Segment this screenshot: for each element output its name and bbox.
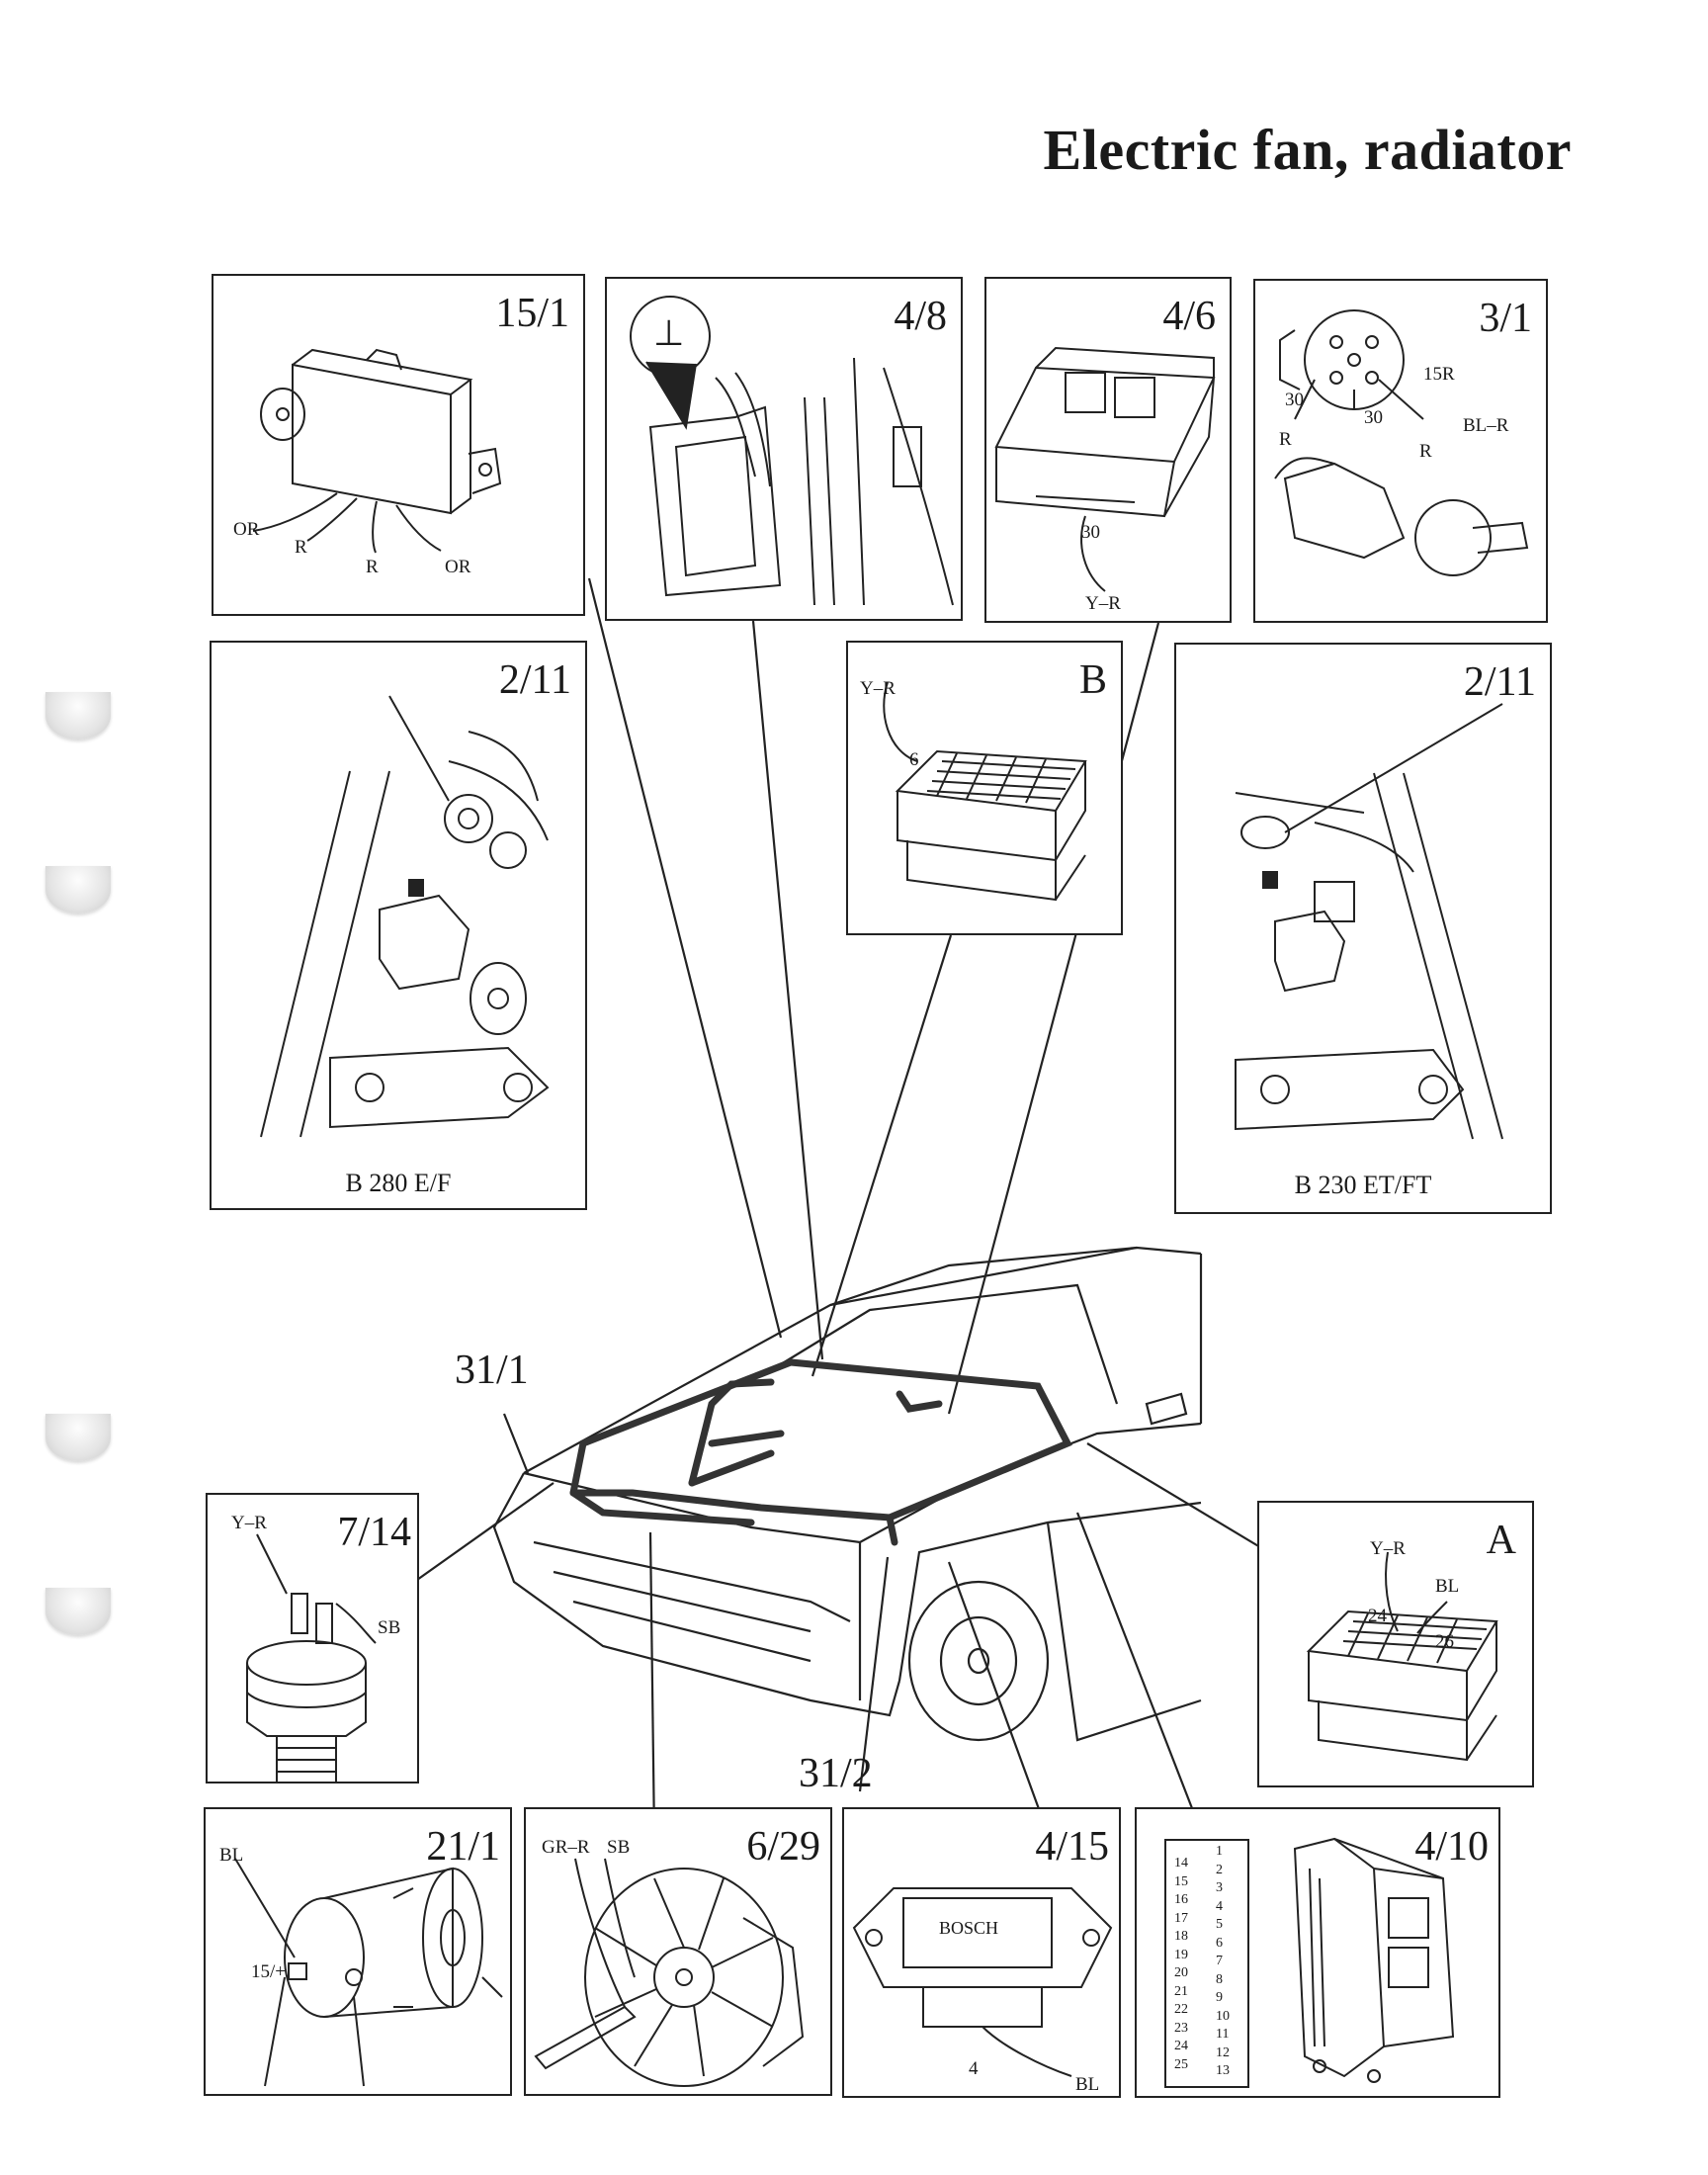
engine-caption: B 280 E/F [345,1169,452,1197]
panel-label: 6/29 [746,1824,820,1870]
panel-6-29: 6/29 GR–R SB [524,1807,832,2096]
wire-label: Y–R [1085,593,1121,614]
wire-label: R [295,537,307,558]
wire-label: R [1419,441,1432,462]
panel-B: B Y–R 6 [846,641,1123,935]
panel-label: B [1078,657,1107,703]
control-unit-4-10-drawing [1293,1837,1455,2083]
punch-hole [45,692,111,740]
panel-label: 15/1 [495,291,569,336]
pin-label: 26 [1435,1631,1454,1652]
wire-label: SB [607,1837,631,1858]
pin-label: 6 [909,749,919,770]
engine-bay-drawing [260,695,550,1138]
wiring-harness [569,1358,1072,1546]
temp-switch-drawing [246,1533,377,1782]
wire-label: 15R [1423,364,1455,385]
panel-4-6: 4/6 30 Y–R [984,277,1232,623]
harness-label-31-1: 31/1 [455,1348,529,1393]
engine-caption: B 230 ET/FT [1294,1171,1432,1199]
panel-label: A [1486,1518,1516,1563]
panel-label: 4/10 [1414,1824,1489,1870]
panel-7-14: 7/14 Y–R SB [206,1493,419,1784]
panel-21-1: 21/1 BL 15/+ [204,1807,512,2096]
pin-label: 24 [1368,1606,1387,1626]
ground-symbol: ⊥ [653,313,685,353]
panel-4-8: 4/8 ⊥ [605,277,963,621]
wire-label: OR [233,519,260,540]
wire-label: R [1279,429,1292,450]
ignition-coil-drawing [234,1858,503,2087]
wire-label: BL [1435,1576,1460,1597]
panel-label: 3/1 [1479,296,1532,341]
panel-label: 7/14 [337,1510,411,1555]
panel-2-11-b230: 2/11 B 230 ET/FT [1174,643,1552,1214]
wire-label: Y–R [231,1513,267,1533]
punch-hole [45,1588,111,1635]
wire-label: Y–R [1370,1538,1406,1559]
fan-motor-drawing [534,1858,805,2087]
ignition-switch-drawing [1274,309,1529,576]
wire-label: GR–R [542,1837,590,1858]
connector-A-drawing [1306,1551,1498,1762]
ignition-module-drawing [852,1887,1113,2077]
pin-label: 4 [969,2058,979,2079]
panel-label: 4/15 [1035,1824,1109,1870]
ground-point-drawing [630,296,954,606]
wire-label: BL [219,1845,244,1866]
panel-15-1: 15/1 OR R R OR [212,274,585,616]
engine-bay-drawing [1235,703,1503,1140]
panel-label: 2/11 [498,657,571,703]
wire-label: BL–R [1463,415,1509,436]
control-unit-drawing [252,348,502,554]
panel-A: A Y–R BL 24 26 [1257,1501,1534,1787]
punch-hole [45,1414,111,1461]
wire-label: 15/+ [251,1961,286,1982]
connector-B-drawing [883,681,1087,902]
ecu-drawing [994,346,1216,592]
panel-label: 2/11 [1463,659,1536,705]
wire-label: OR [445,557,471,577]
panel-3-1: 3/1 15R 30 30 BL–R R R [1253,279,1548,623]
panel-2-11-b280: 2/11 B 280 E/F [210,641,587,1210]
page-title: Electric fan, radiator [1043,118,1572,182]
pin-label: 30 [1081,522,1100,543]
brand-label: BOSCH [939,1918,999,1938]
wire-label: 30 [1364,407,1383,428]
wire-label: BL [1075,2074,1100,2095]
panel-label: 4/6 [1162,294,1216,339]
car-illustration [492,1246,1203,1742]
wire-label: 30 [1285,390,1304,410]
panel-4-15: 4/15 BOSCH 4 BL [842,1807,1121,2098]
pin-diagram [1164,1839,1249,2088]
harness-label-31-2: 31/2 [799,1751,873,1796]
wire-label: R [366,557,379,577]
wire-label: SB [378,1617,401,1638]
panel-label: 21/1 [426,1824,500,1870]
wire-label: Y–R [860,678,896,699]
panel-label: 4/8 [894,294,947,339]
punch-hole [45,866,111,914]
